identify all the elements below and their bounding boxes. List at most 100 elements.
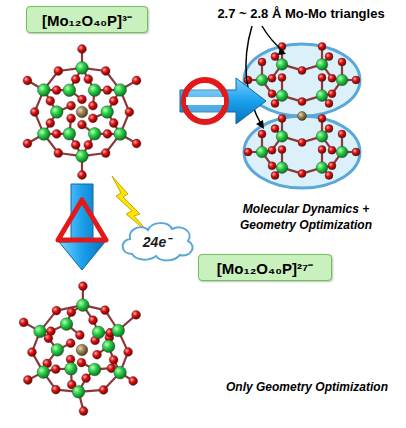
oxygen-atom [67, 308, 76, 317]
warning-triangle [58, 200, 106, 240]
oxygen-atom [79, 407, 88, 416]
molybdenum-atom [60, 318, 73, 331]
oxygen-atom [79, 282, 88, 291]
oxygen-atom [298, 138, 306, 146]
oxygen-atom [328, 162, 336, 170]
molybdenum-atom [76, 62, 89, 75]
oxygen-atom [268, 74, 276, 82]
oxygen-atom [52, 86, 61, 95]
oxygen-atom [268, 146, 276, 154]
oxygen-atom [132, 139, 141, 148]
oxygen-atom [271, 171, 279, 179]
oxygen-atom [352, 76, 360, 84]
oxygen-atom [67, 114, 76, 123]
oxygen-atom [271, 53, 279, 61]
oxygen-atom [298, 66, 306, 74]
molybdenum-atom [114, 84, 127, 97]
leader-arrow [256, 120, 264, 129]
formula-box: [Mo₁₂O₄₀P]³⁻ [26, 6, 148, 33]
oxygen-atom [93, 350, 102, 359]
oxygen-atom [23, 139, 32, 148]
oxygen-atom [268, 162, 276, 170]
oxygen-atom [44, 334, 53, 343]
oxygen-atom [46, 119, 55, 128]
oxygen-atom [75, 331, 84, 340]
method-note: Only Geometry Optimization [212, 380, 402, 396]
oxygen-atom [89, 316, 98, 325]
molybdenum-atom [92, 326, 105, 339]
oxygen-atom [328, 90, 336, 98]
molybdenum-atom [336, 74, 348, 86]
oxygen-atom [278, 114, 286, 122]
oxygen-atom [52, 306, 61, 315]
oxygen-atom [109, 97, 118, 106]
oxygen-atom [109, 119, 118, 128]
oxygen-atom [132, 310, 141, 319]
molybdenum-atom [38, 84, 51, 97]
oxygen-atom [278, 74, 286, 82]
oxygen-atom [258, 130, 266, 138]
triangle-highlight [244, 44, 360, 116]
oxygen-atom [328, 146, 336, 154]
oxygen-atom [103, 86, 112, 95]
oxygen-atom [132, 76, 141, 85]
oxygen-atom [298, 170, 306, 178]
molybdenum-atom [276, 131, 288, 143]
phosphorus-atom [76, 106, 88, 118]
oxygen-atom [129, 377, 138, 386]
oxygen-atom [101, 306, 110, 315]
oxygen-atom [124, 347, 133, 356]
formula-box: [Mo₁₂O₄₀P]²⁷⁻ [198, 254, 332, 281]
oxygen-atom [78, 171, 87, 180]
oxygen-atom [30, 108, 39, 117]
oxygen-atom [298, 98, 306, 106]
molybdenum-atom [336, 146, 348, 158]
oxygen-atom [23, 76, 32, 85]
triangle-highlight [244, 116, 360, 188]
molybdenum-atom [63, 128, 76, 141]
molybdenum-atom [88, 84, 101, 97]
molybdenum-atom [102, 340, 115, 353]
oxygen-atom [71, 75, 80, 84]
electron-cloud: 24e⁻ [118, 220, 196, 262]
molybdenum-atom [72, 385, 85, 398]
oxygen-atom [125, 108, 134, 117]
oxygen-atom [318, 114, 326, 122]
oxygen-atom [352, 148, 360, 156]
oxygen-atom [78, 45, 87, 54]
molybdenum-atom [256, 74, 268, 86]
oxygen-atom [278, 42, 286, 50]
oxygen-atom [271, 125, 279, 133]
molybdenum-atom [63, 84, 76, 97]
formula-text: [Mo₁₂O₄₀P]²⁷⁻ [217, 258, 313, 278]
oxygen-atom [271, 99, 279, 107]
oxygen-atom [325, 53, 333, 61]
oxygen-atom [19, 318, 28, 327]
oxygen-atom [318, 42, 326, 50]
oxygen-atom [318, 74, 326, 82]
oxygen-atom [101, 149, 110, 158]
oxygen-atom [278, 146, 286, 154]
molybdenum-atom [114, 366, 127, 379]
oxygen-atom [258, 58, 266, 66]
oxygen-atom [23, 376, 32, 385]
oxygen-atom [84, 141, 93, 150]
prohibition-sign [184, 80, 226, 122]
oxygen-atom [338, 130, 346, 138]
molybdenum-atom [88, 128, 101, 141]
oxygen-atom [28, 348, 37, 357]
electron-count: 24e⁻ [143, 232, 171, 251]
leader-arrow [278, 48, 286, 55]
oxygen-atom [328, 74, 336, 82]
molybdenum-atom [88, 363, 101, 376]
oxygen-atom [51, 385, 60, 394]
oxygen-atom [66, 339, 75, 348]
molybdenum-atom [51, 344, 64, 357]
molybdenum-atom [276, 162, 288, 174]
phosphorus-atom [298, 112, 307, 121]
oxygen-atom [67, 101, 76, 110]
molybdenum-atom [276, 90, 288, 102]
oxygen-atom [82, 374, 91, 383]
oxygen-atom [89, 101, 98, 110]
oxygen-atom [77, 358, 86, 367]
